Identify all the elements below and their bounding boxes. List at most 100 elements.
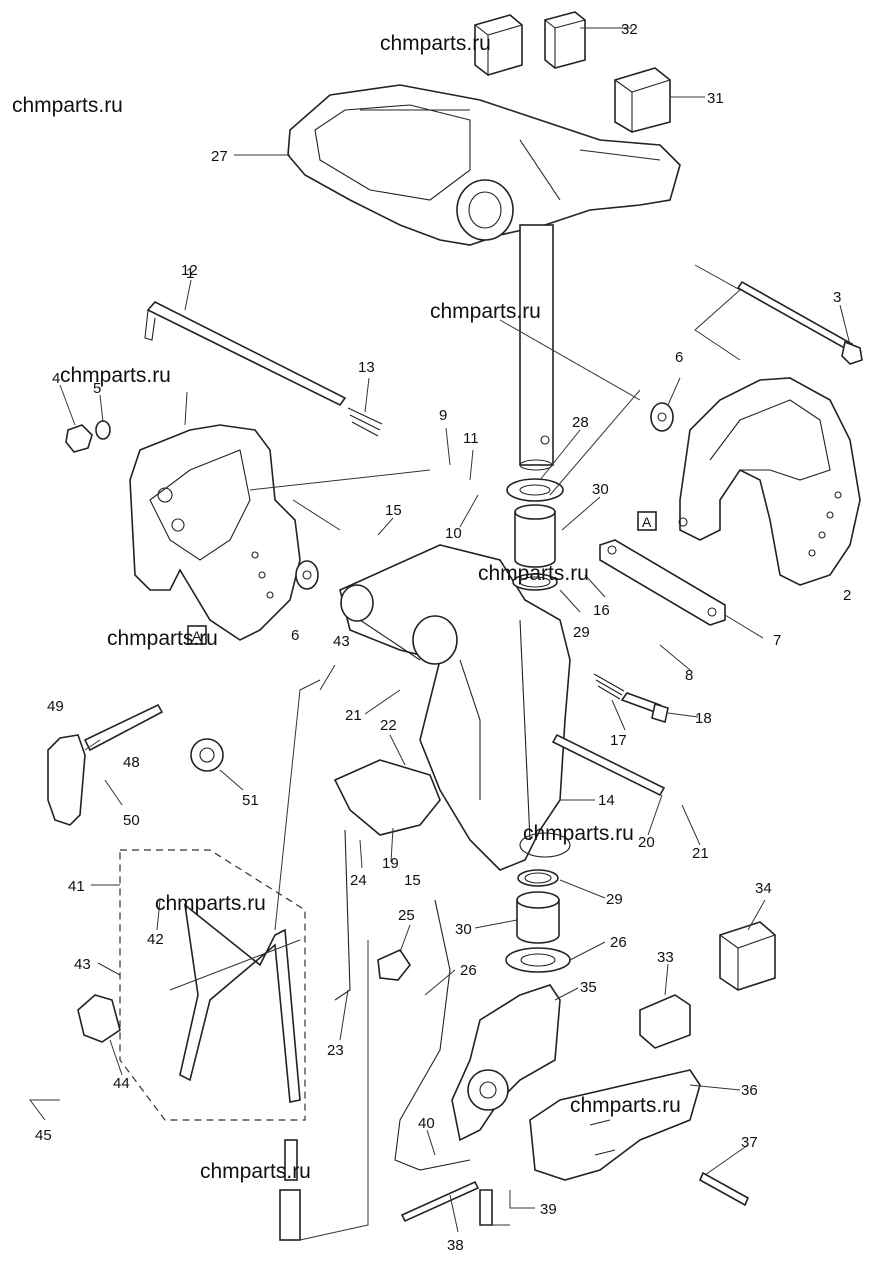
part-6-washer-right: [650, 402, 674, 432]
label-50: 50: [123, 812, 140, 829]
section-marker-a-right-label: A: [642, 514, 652, 530]
section-marker-a-left-label: A: [192, 628, 202, 644]
part-6-washer-left: [295, 560, 319, 590]
part-44-bracket: [77, 994, 121, 1043]
part-38-rod: [400, 1180, 480, 1223]
label-3: 3: [833, 289, 841, 306]
label-49: 49: [47, 698, 64, 715]
label-11: 11: [463, 430, 479, 447]
part-37-bolt: [698, 1171, 750, 1207]
label-18: 18: [695, 710, 712, 727]
label-33: 33: [657, 949, 674, 966]
part-33-pad: [639, 994, 691, 1049]
label-16: 16: [593, 602, 610, 619]
watermark-7: chmparts.ru: [523, 822, 634, 845]
part-40-cable: [394, 899, 471, 1171]
part-26-washer-bottom: [505, 947, 571, 973]
part-20-pin: [551, 733, 666, 797]
label-22: 22: [380, 717, 397, 734]
section-marker-a-left: A: [187, 625, 207, 645]
label-36: 36: [741, 1082, 758, 1099]
part-36-lower-pad: [529, 1069, 701, 1181]
watermark-2: chmparts.ru: [12, 94, 123, 117]
part-number-labels: 1 2 3 4 5 6 6 7 8 9 10 11 12 13 14 15 15…: [35, 21, 851, 1254]
label-20: 20: [638, 834, 655, 851]
label-25: 25: [398, 907, 415, 924]
part-35-lower-mount: [451, 984, 561, 1142]
part-23-rod: [334, 829, 351, 1001]
part-19-lock-bracket: [333, 759, 441, 836]
label-26-upper: 26: [610, 934, 627, 951]
label-29-top: 29: [573, 624, 590, 641]
label-37: 37: [741, 1134, 758, 1151]
watermark-9: chmparts.ru: [570, 1094, 681, 1117]
part-18-bolt: [620, 692, 669, 724]
part-25-collar: [377, 948, 411, 981]
label-42: 42: [147, 931, 164, 948]
label-19: 19: [382, 855, 399, 872]
label-2: 2: [843, 587, 851, 604]
section-marker-a-right: A: [637, 511, 657, 531]
watermark-1: chmparts.ru: [380, 32, 491, 55]
part-3-bolt: [736, 280, 863, 365]
watermark-6: chmparts.ru: [107, 627, 218, 650]
part-27-steering-bracket: [287, 84, 681, 246]
label-27: 27: [211, 148, 228, 165]
label-26-lower: 26: [460, 962, 477, 979]
part-31-pad: [614, 67, 671, 133]
label-13: 13: [358, 359, 375, 376]
label-43-top: 43: [333, 633, 350, 650]
label-30-bottom: 30: [455, 921, 472, 938]
label-6-left: 6: [291, 627, 299, 644]
label-8: 8: [685, 667, 693, 684]
label-1: 1: [186, 265, 194, 282]
part-17-spring: [593, 673, 625, 700]
label-6-right: 6: [675, 349, 683, 366]
part-28-washer-top: [506, 478, 564, 502]
part-30-bushing-top: [514, 504, 556, 568]
label-15-top: 15: [385, 502, 402, 519]
label-9: 9: [439, 407, 447, 424]
part-32-pad: [544, 11, 586, 69]
label-7: 7: [773, 632, 781, 649]
label-14: 14: [598, 792, 615, 809]
part-31-pad-b: [474, 14, 523, 76]
label-35: 35: [580, 979, 597, 996]
part-51-knob: [190, 738, 224, 772]
part-39-bolt: [479, 1189, 493, 1226]
label-45: 45: [35, 1127, 52, 1144]
part-41-tilt-lever: [179, 903, 301, 1103]
part-30-bushing-bottom: [516, 891, 560, 944]
part-48-screw: [83, 703, 164, 752]
label-51: 51: [242, 792, 259, 809]
watermark-4: chmparts.ru: [60, 364, 171, 387]
part-4-nut: [65, 424, 93, 453]
label-15-bottom: 15: [404, 872, 421, 889]
label-32: 32: [621, 21, 638, 38]
assembly-41-boundary: [119, 849, 306, 1121]
label-44: 44: [113, 1075, 130, 1092]
watermarks: chmparts.ru chmparts.ru chmparts.ru chmp…: [12, 32, 681, 1183]
part-2-clamp-bracket-right: [678, 377, 861, 586]
label-43-bottom: 43: [74, 956, 91, 973]
label-34: 34: [755, 880, 772, 897]
watermark-3: chmparts.ru: [430, 300, 541, 323]
label-38: 38: [447, 1237, 464, 1254]
part-1-clamp-bracket-left: [129, 424, 301, 641]
label-41: 41: [68, 878, 85, 895]
label-5: 5: [93, 380, 101, 397]
part-12-rod: [144, 301, 347, 407]
part-5-washer: [95, 420, 111, 440]
part-7-plate: [599, 539, 726, 626]
label-30-top: 30: [592, 481, 609, 498]
label-40: 40: [418, 1115, 435, 1132]
part-34-pad: [719, 921, 776, 991]
label-28: 28: [572, 414, 589, 431]
label-10: 10: [445, 525, 462, 542]
watermark-10: chmparts.ru: [200, 1160, 311, 1183]
label-24: 24: [350, 872, 367, 889]
part-29-ring-top: [512, 573, 558, 591]
label-12: 12: [181, 262, 198, 279]
